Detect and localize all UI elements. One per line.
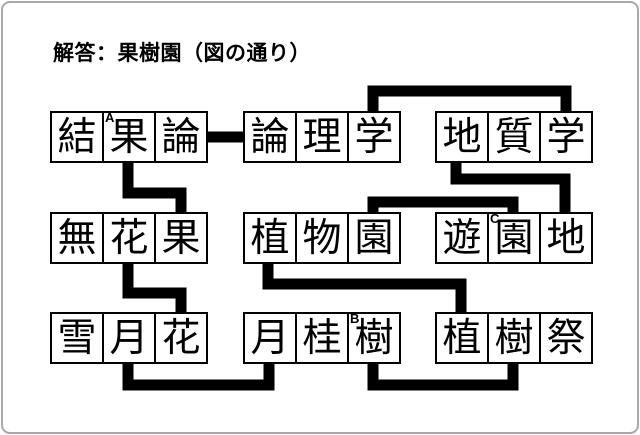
- connector-ka: [122, 158, 187, 216]
- kanji-cell: 祭: [539, 314, 591, 362]
- kanji-char: 月: [109, 316, 149, 360]
- kanji-cell: 論: [245, 113, 295, 161]
- kanji-cell: 果: [154, 214, 206, 262]
- kanji-cell: 無: [52, 214, 102, 262]
- kanji-char: 花: [109, 216, 149, 260]
- kanji-cell: 月: [245, 314, 295, 362]
- kanji-cell: 物: [295, 214, 347, 262]
- kanji-char: 桂: [302, 316, 342, 360]
- kanji-char: 樹: [494, 316, 534, 360]
- word-box-ichijiku: 無 花 果: [50, 212, 208, 264]
- kanji-char: 無: [57, 216, 97, 260]
- kanji-char: 園: [354, 216, 394, 260]
- kanji-char: 地: [442, 115, 482, 159]
- connector-gaku: [367, 85, 572, 116]
- word-box-setsugekka: 雪 月 花: [50, 312, 208, 364]
- kanji-cell: 月: [102, 314, 154, 362]
- kanji-cell: 地: [539, 214, 591, 262]
- answer-title: 解答：果樹園（図の通り）: [53, 42, 311, 65]
- kanji-char: 花: [161, 316, 201, 360]
- word-box-shokujusai: 植 樹 祭: [435, 312, 593, 364]
- kanji-char: 遊: [442, 216, 482, 260]
- kanji-char: 果: [161, 216, 201, 260]
- kanji-char: 地: [546, 216, 586, 260]
- answer-letter-b: B: [350, 311, 360, 326]
- connector-hana: [122, 259, 187, 316]
- kanji-char: 質: [494, 115, 534, 159]
- word-box-shokubutsuen: 植 物 園: [243, 212, 401, 264]
- kanji-cell: 理: [295, 113, 347, 161]
- kanji-char: 論: [161, 115, 201, 159]
- kanji-char: 植: [250, 216, 290, 260]
- kanji-cell: 学: [539, 113, 591, 161]
- connector-shoku: [262, 259, 467, 316]
- answer-letter-c: C: [490, 211, 500, 226]
- kanji-char: 論: [250, 115, 290, 159]
- kanji-char: 理: [302, 115, 342, 159]
- kanji-char: 学: [354, 115, 394, 159]
- kanji-char: 月: [250, 316, 290, 360]
- kanji-char: 樹: [354, 316, 394, 360]
- kanji-cell: 質: [487, 113, 539, 161]
- kanji-char: 学: [546, 115, 586, 159]
- kanji-cell: 学: [347, 113, 399, 161]
- kanji-char: 祭: [546, 316, 586, 360]
- kanji-cell: 園: [347, 214, 399, 262]
- kanji-cell: 花: [102, 214, 154, 262]
- kanji-char: 物: [302, 216, 342, 260]
- word-box-chishitsugaku: 地 質 学: [435, 111, 593, 163]
- kanji-char: 果: [109, 115, 149, 159]
- kanji-cell: 雪: [52, 314, 102, 362]
- kanji-char: 結: [57, 115, 97, 159]
- kanji-cell: 花: [154, 314, 206, 362]
- connector-chi: [450, 158, 571, 216]
- kanji-cell: 植: [245, 214, 295, 262]
- answer-letter-a: A: [105, 110, 115, 125]
- kanji-char: 雪: [57, 316, 97, 360]
- connector-en: [367, 196, 519, 216]
- kanji-char: 園: [494, 216, 534, 260]
- kanji-cell: 地: [437, 113, 487, 161]
- kanji-cell: 結: [52, 113, 102, 161]
- kanji-cell: 植: [437, 314, 487, 362]
- kanji-cell: 樹: [487, 314, 539, 362]
- word-box-ronrigaku: 論 理 学: [243, 111, 401, 163]
- kanji-cell: 論: [154, 113, 206, 161]
- kanji-cell: 桂: [295, 314, 347, 362]
- connector-getsu: [122, 359, 275, 391]
- kanji-char: 植: [442, 316, 482, 360]
- connector-ju: [367, 359, 519, 391]
- kanji-cell: 遊: [437, 214, 487, 262]
